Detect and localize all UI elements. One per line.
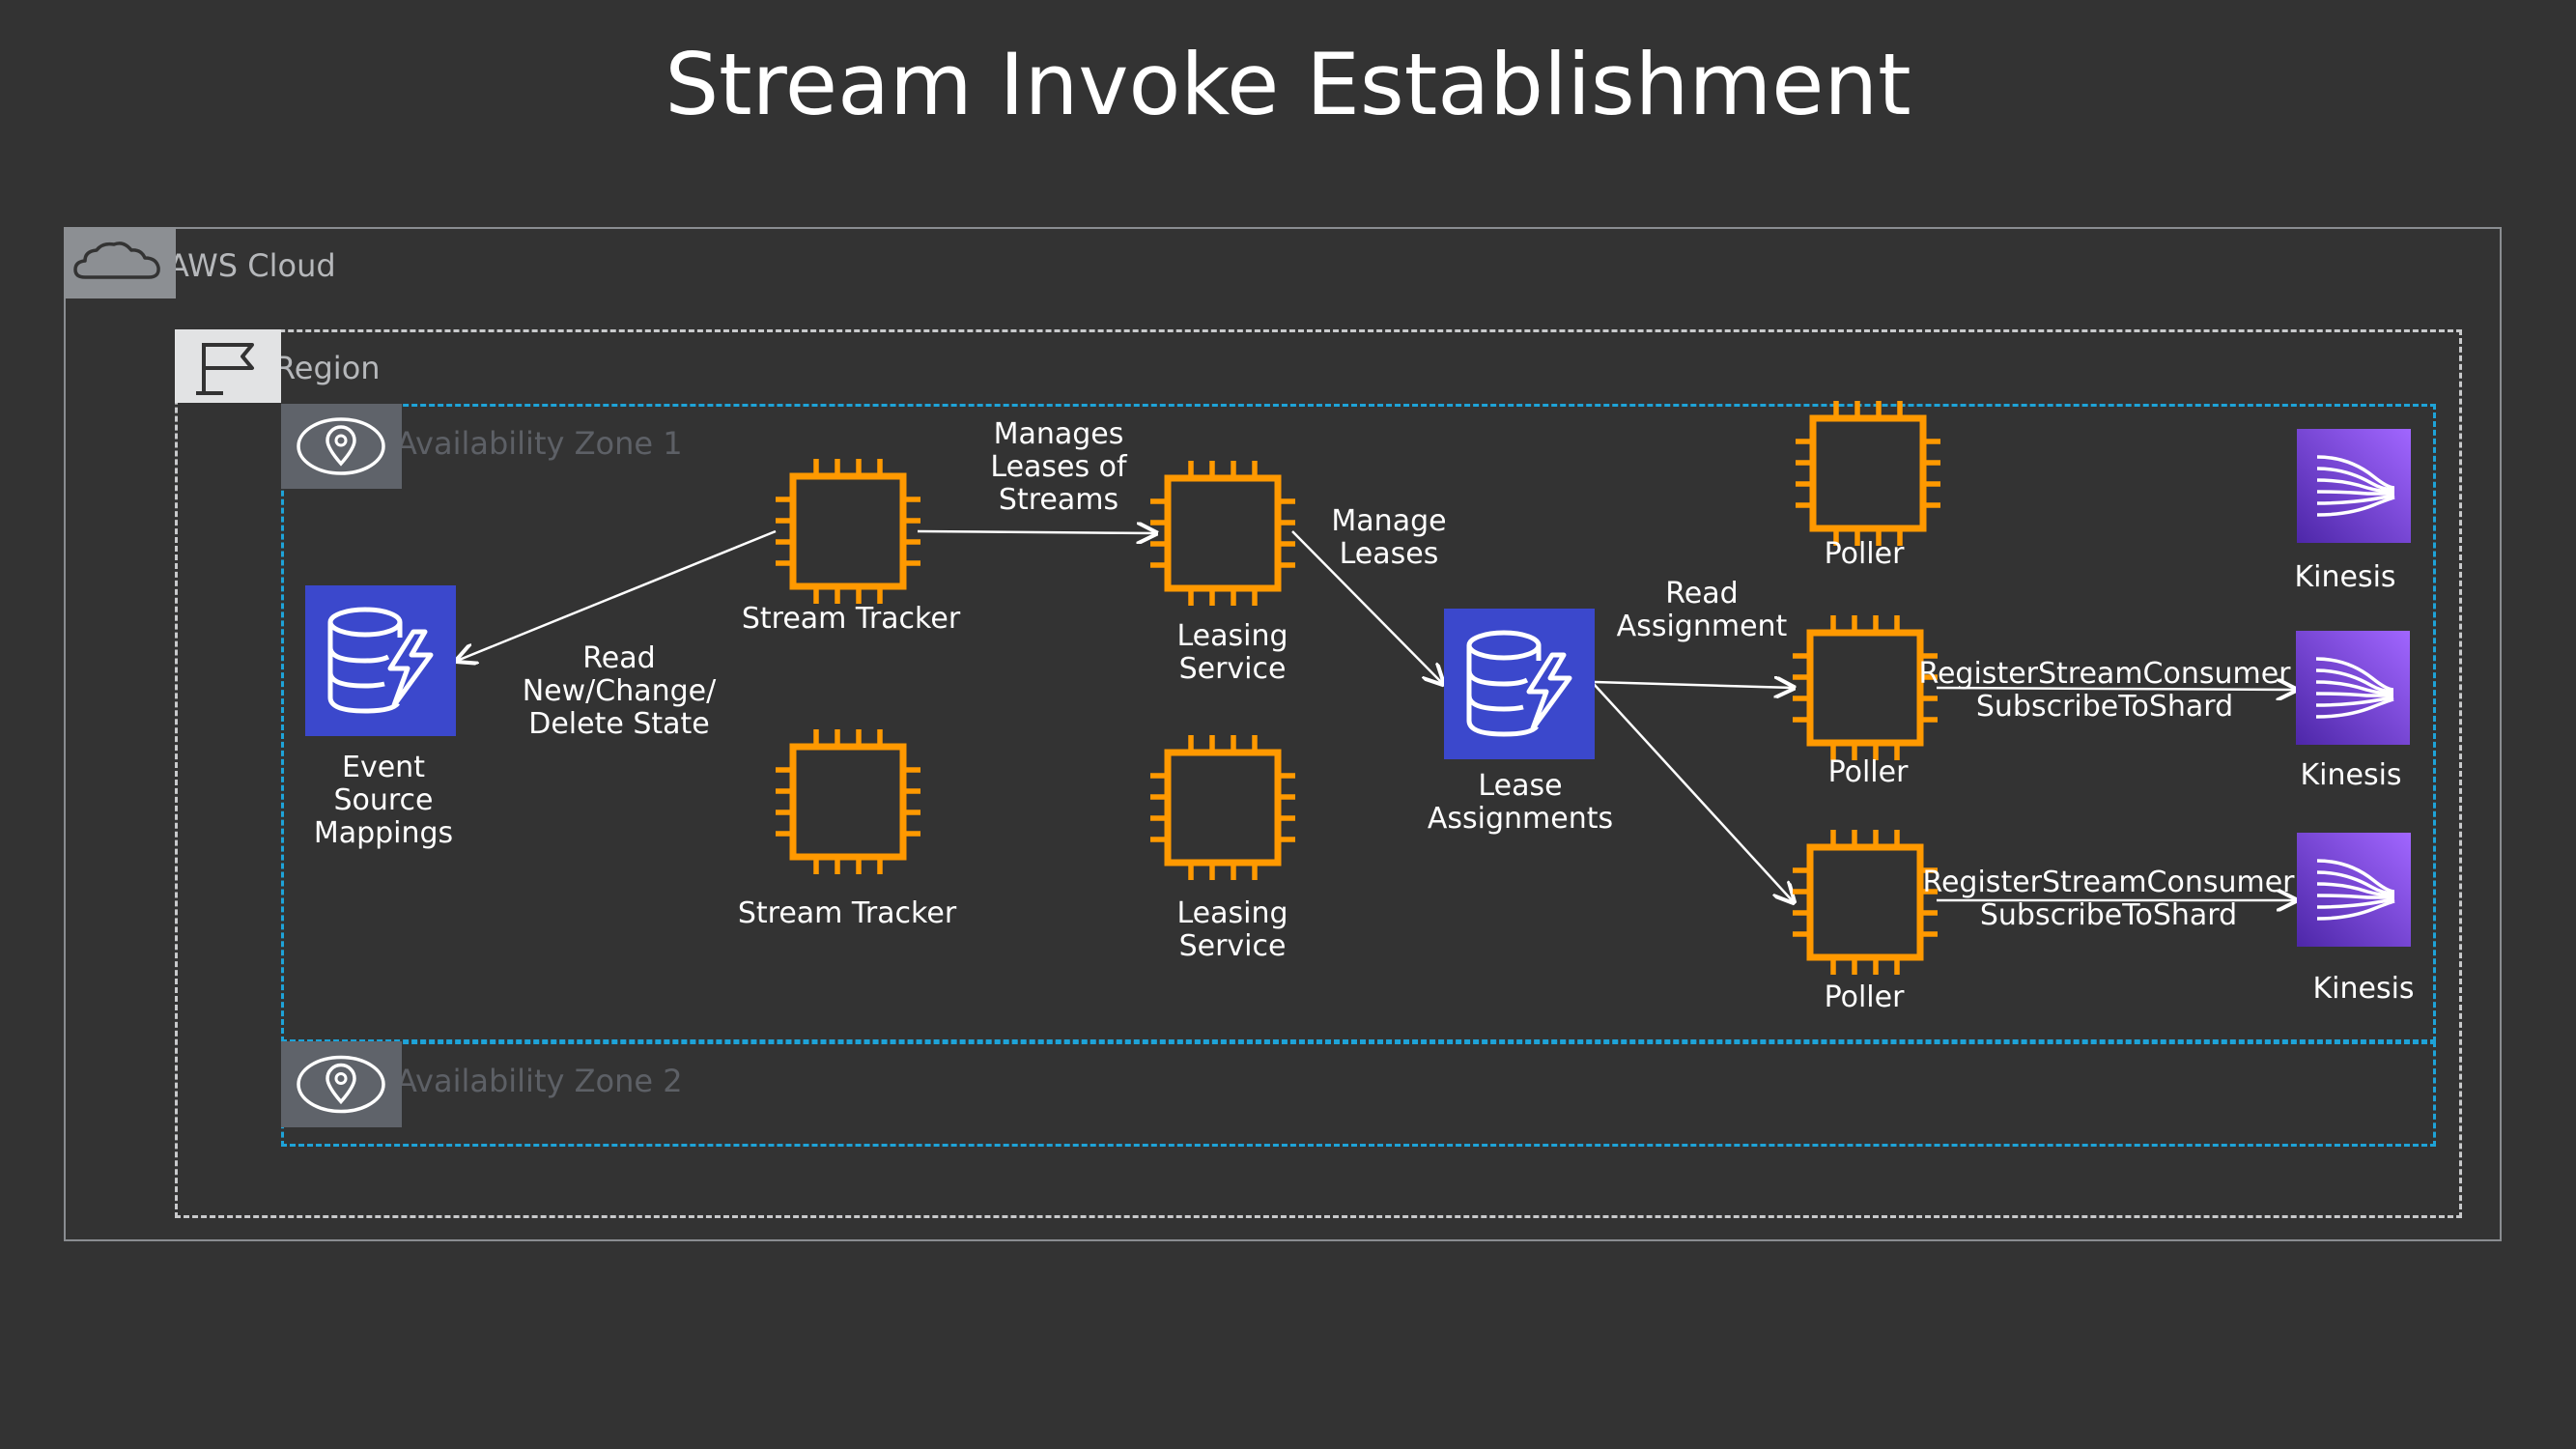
kinesis-1-kinesis-icon	[2295, 427, 2413, 545]
kinesis-3-label: Kinesis	[2312, 972, 2415, 1006]
region-group	[175, 329, 2462, 1218]
edge-register-1	[1936, 688, 2296, 690]
stream-tracker-2-ec2-instance-icon	[776, 729, 920, 874]
kinesis-2-label: Kinesis	[2300, 758, 2402, 792]
leasing-service-1-label: Leasing Service	[1176, 619, 1288, 686]
edge-read-state	[457, 529, 777, 661]
poller-3-ec2-instance-icon	[1793, 830, 1938, 975]
edge-manage-leases	[1291, 530, 1443, 684]
event-source-mappings-label: Event Source Mappings	[313, 751, 454, 850]
lease-assignments-dynamodb-icon	[1444, 609, 1595, 759]
edge-read-assignment	[1593, 682, 1794, 688]
flag-icon	[175, 329, 281, 403]
leasing-service-2-ec2-instance-icon	[1150, 735, 1295, 880]
stream-tracker-2-label: Stream Tracker	[737, 896, 957, 930]
location-pin-icon	[281, 404, 402, 489]
kinesis-2-kinesis-icon	[2294, 629, 2412, 747]
manages-leases-edge-label: Manages Leases of Streams	[990, 417, 1127, 517]
poller-1-ec2-instance-icon	[1796, 401, 1940, 546]
leasing-service-2-label: Leasing Service	[1176, 896, 1288, 963]
stream-tracker-1-ec2-instance-icon	[776, 459, 920, 604]
availability-zone-1-label: Availability Zone 1	[396, 425, 683, 462]
poller-2-label: Poller	[1827, 755, 1909, 789]
event-source-mappings-dynamodb-icon	[305, 585, 456, 736]
register-2-edge-label: RegisterStreamConsumer SubscribeToShard	[1922, 866, 2295, 932]
stream-tracker-1-label: Stream Tracker	[741, 602, 961, 636]
kinesis-3-kinesis-icon	[2295, 831, 2413, 949]
region-label: Region	[274, 350, 381, 386]
lease-assignments-label: Lease Assignments	[1427, 769, 1614, 836]
diagram-title: Stream Invoke Establishment	[665, 35, 1911, 134]
poller-3-label: Poller	[1824, 980, 1905, 1014]
kinesis-1-label: Kinesis	[2294, 560, 2396, 594]
edge-manages-leases	[917, 531, 1156, 533]
cloud-icon	[64, 227, 176, 298]
availability-zone-2-label: Availability Zone 2	[396, 1063, 683, 1099]
manage-leases-edge-label: Manage Leases	[1331, 504, 1447, 571]
leasing-service-1-ec2-instance-icon	[1150, 461, 1295, 606]
register-1-edge-label: RegisterStreamConsumer SubscribeToShard	[1918, 657, 2291, 724]
aws-cloud-group	[64, 227, 2502, 1241]
availability-zone-1-group	[281, 404, 2436, 1042]
edge-lease-to-poller-3	[1593, 683, 1794, 902]
poller-2-ec2-instance-icon	[1793, 615, 1938, 760]
read-assignment-edge-label: Read Assignment	[1616, 577, 1788, 643]
location-pin-icon	[281, 1041, 402, 1127]
read-state-edge-label: Read New/Change/ Delete State	[522, 641, 717, 741]
poller-1-label: Poller	[1824, 537, 1905, 571]
aws-cloud-label: AWS Cloud	[168, 247, 336, 284]
